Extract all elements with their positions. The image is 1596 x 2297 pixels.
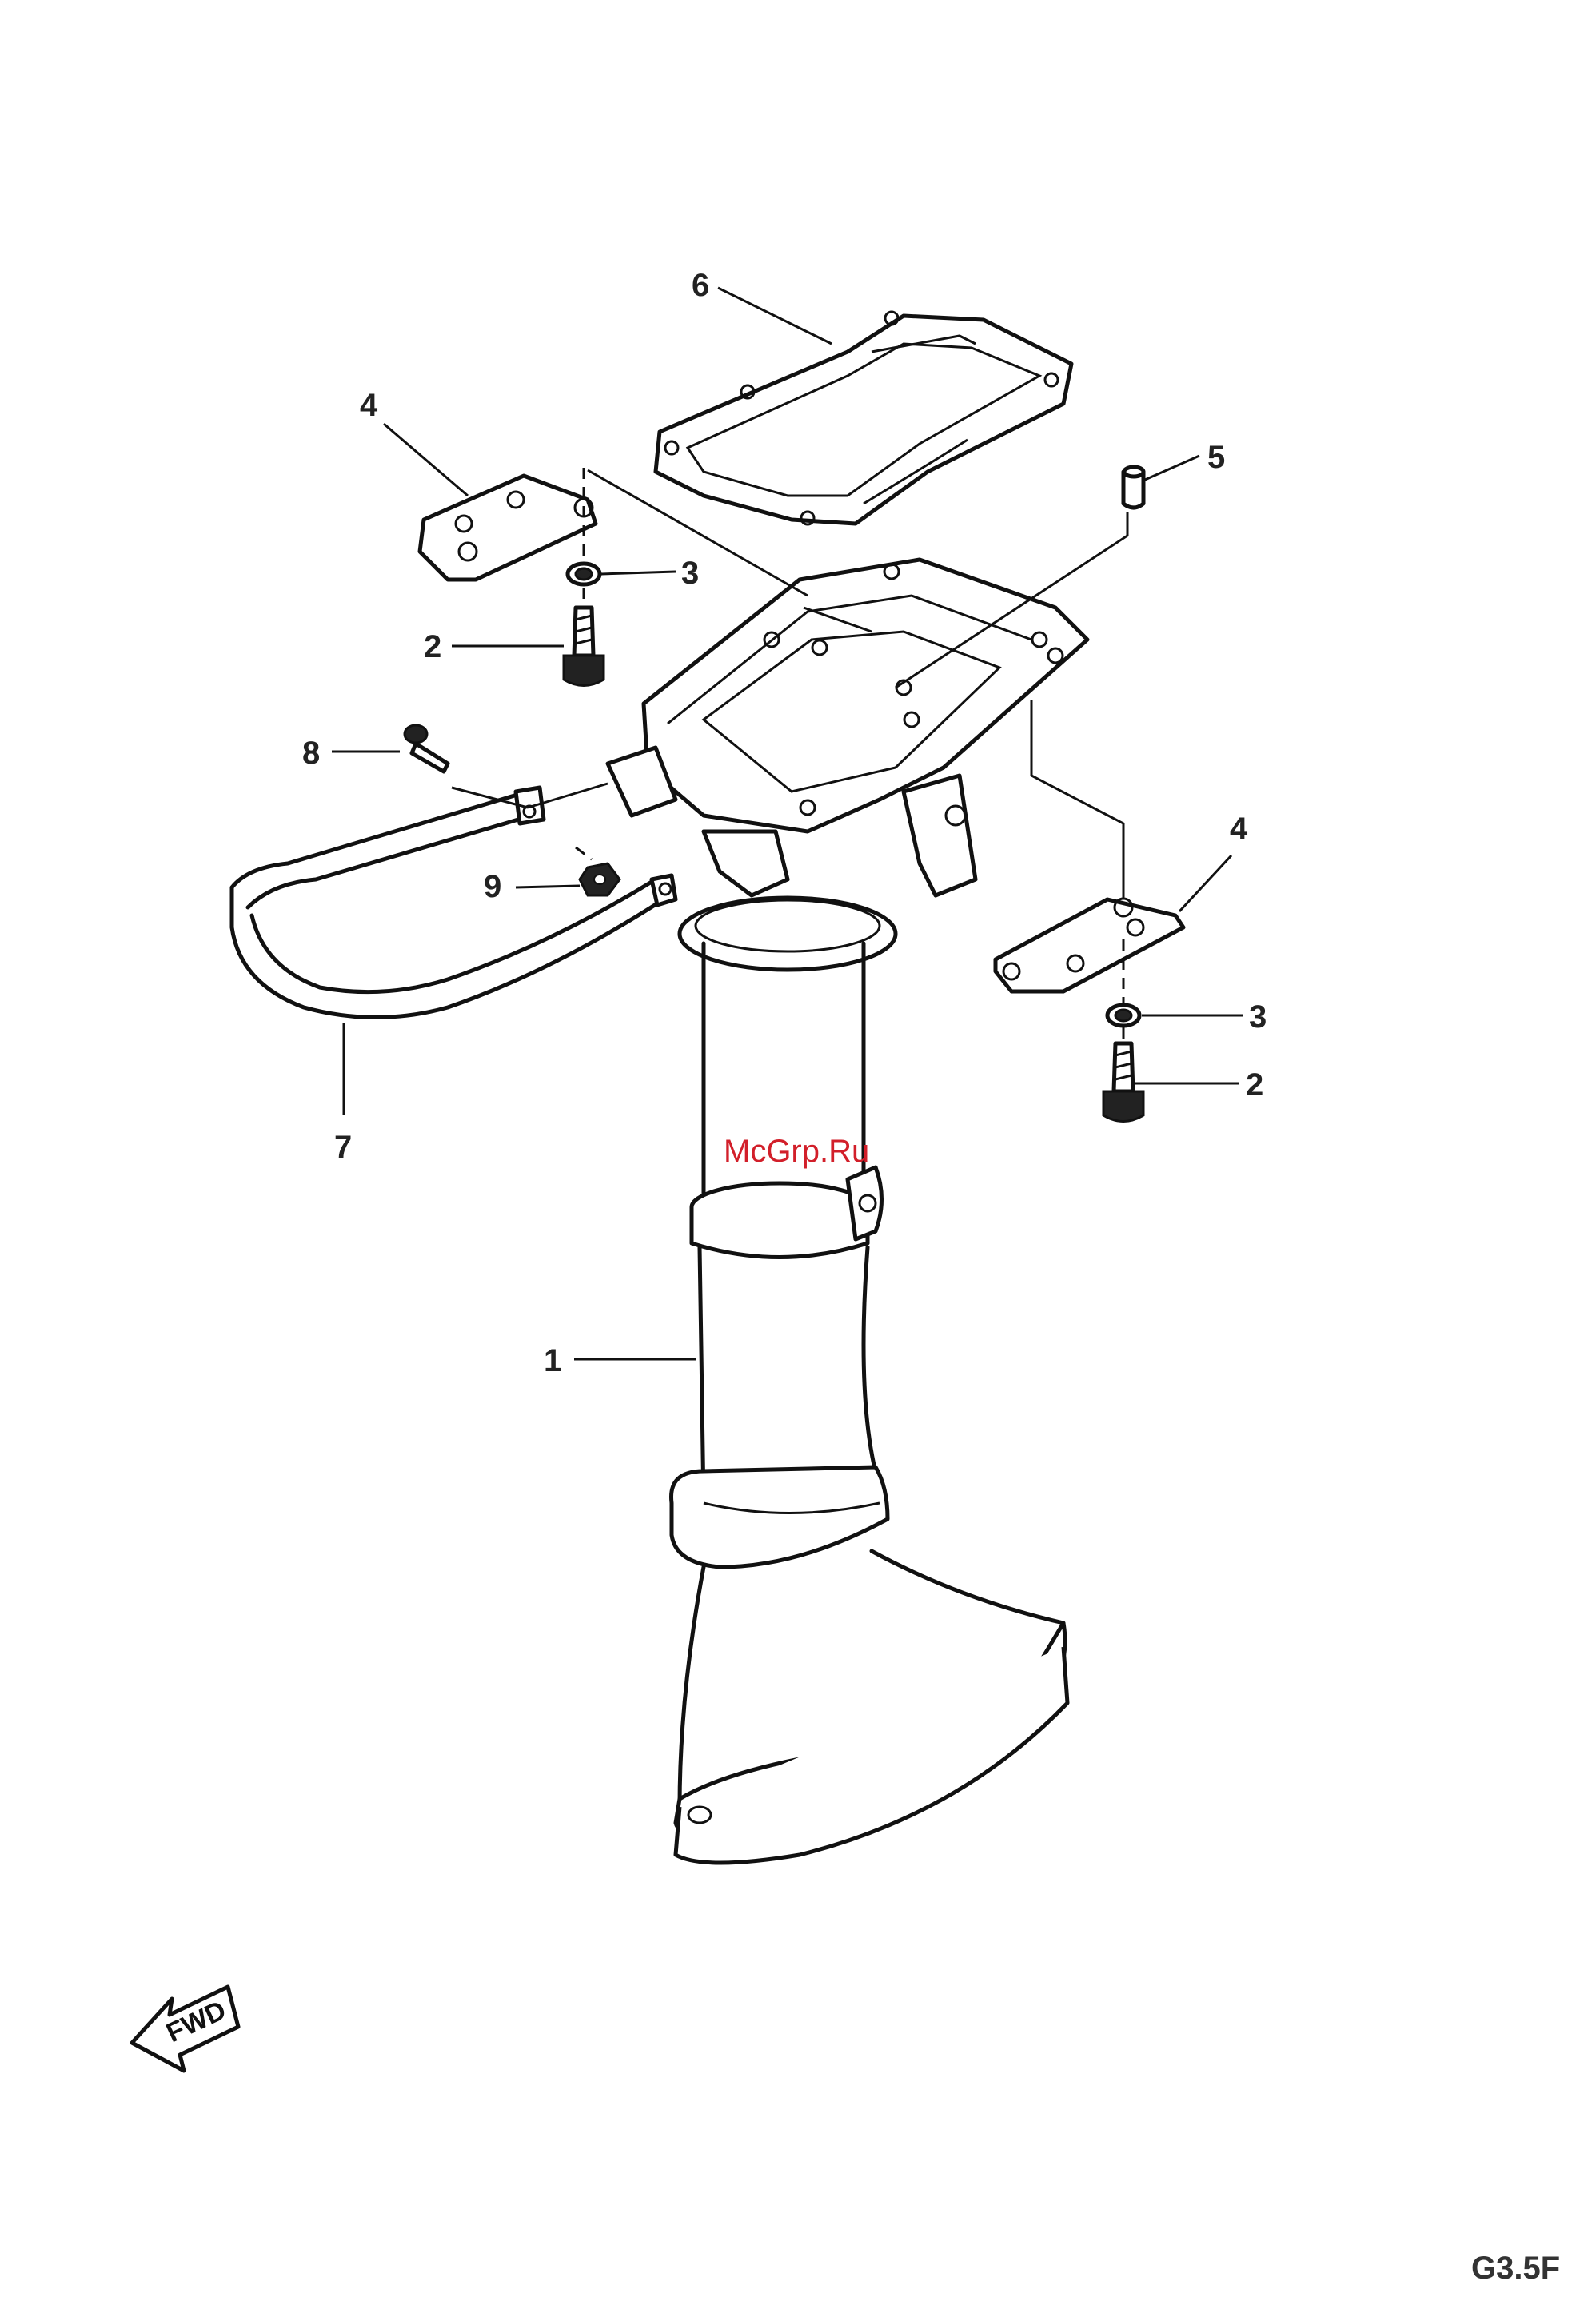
watermark: McGrp.Ru: [724, 1134, 869, 1169]
callout-1: 1: [544, 1343, 561, 1378]
plate-lower: [996, 899, 1183, 991]
dowel-pin: [1123, 467, 1143, 508]
page-code: G3.5F: [1471, 2251, 1560, 2286]
callout-6: 6: [692, 268, 709, 303]
bolt-set-upper: [564, 564, 604, 686]
callout-2-lower: 2: [1246, 1067, 1263, 1103]
carry-handle: [232, 788, 676, 1018]
gasket: [656, 312, 1071, 524]
callout-3-upper: 3: [681, 556, 699, 591]
callout-8: 8: [302, 736, 320, 771]
screw: [405, 725, 448, 772]
plate-upper: [420, 476, 596, 580]
callout-9: 9: [484, 869, 501, 904]
callout-5: 5: [1207, 440, 1225, 475]
callout-2-upper: 2: [424, 629, 441, 664]
fwd-arrow: FWD: [132, 1987, 238, 2071]
callout-3-lower: 3: [1249, 999, 1267, 1035]
callout-4-lower: 4: [1230, 812, 1248, 847]
nut: [580, 863, 620, 895]
drive-shaft-housing: [608, 560, 1087, 1863]
bolt-set-lower: [1103, 1005, 1143, 1122]
callout-7: 7: [334, 1130, 352, 1165]
callout-4-upper: 4: [360, 388, 378, 423]
